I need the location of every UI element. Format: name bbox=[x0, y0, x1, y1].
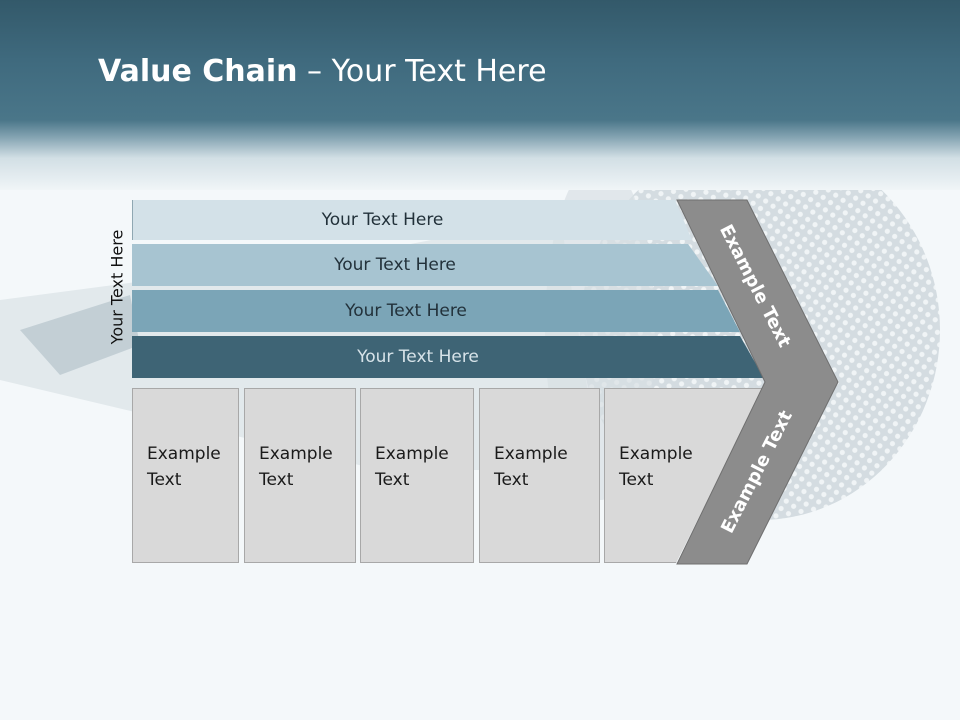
support-bar-3: Your Text Here bbox=[132, 290, 740, 332]
support-bar-label: Your Text Here bbox=[321, 210, 444, 230]
support-bar-2: Your Text Here bbox=[132, 244, 718, 286]
support-bar-label: Your Text Here bbox=[357, 347, 479, 367]
title-bold: Value Chain bbox=[98, 54, 298, 89]
slide-title: Value Chain – Your Text Here bbox=[98, 54, 547, 89]
support-bar-label: Your Text Here bbox=[334, 255, 456, 275]
support-bar-label: Your Text Here bbox=[345, 301, 467, 321]
support-bar-1: Your Text Here bbox=[132, 200, 692, 240]
support-bar-4: Your Text Here bbox=[132, 336, 764, 378]
title-rest: – Your Text Here bbox=[297, 54, 547, 89]
title-banner bbox=[0, 0, 960, 190]
